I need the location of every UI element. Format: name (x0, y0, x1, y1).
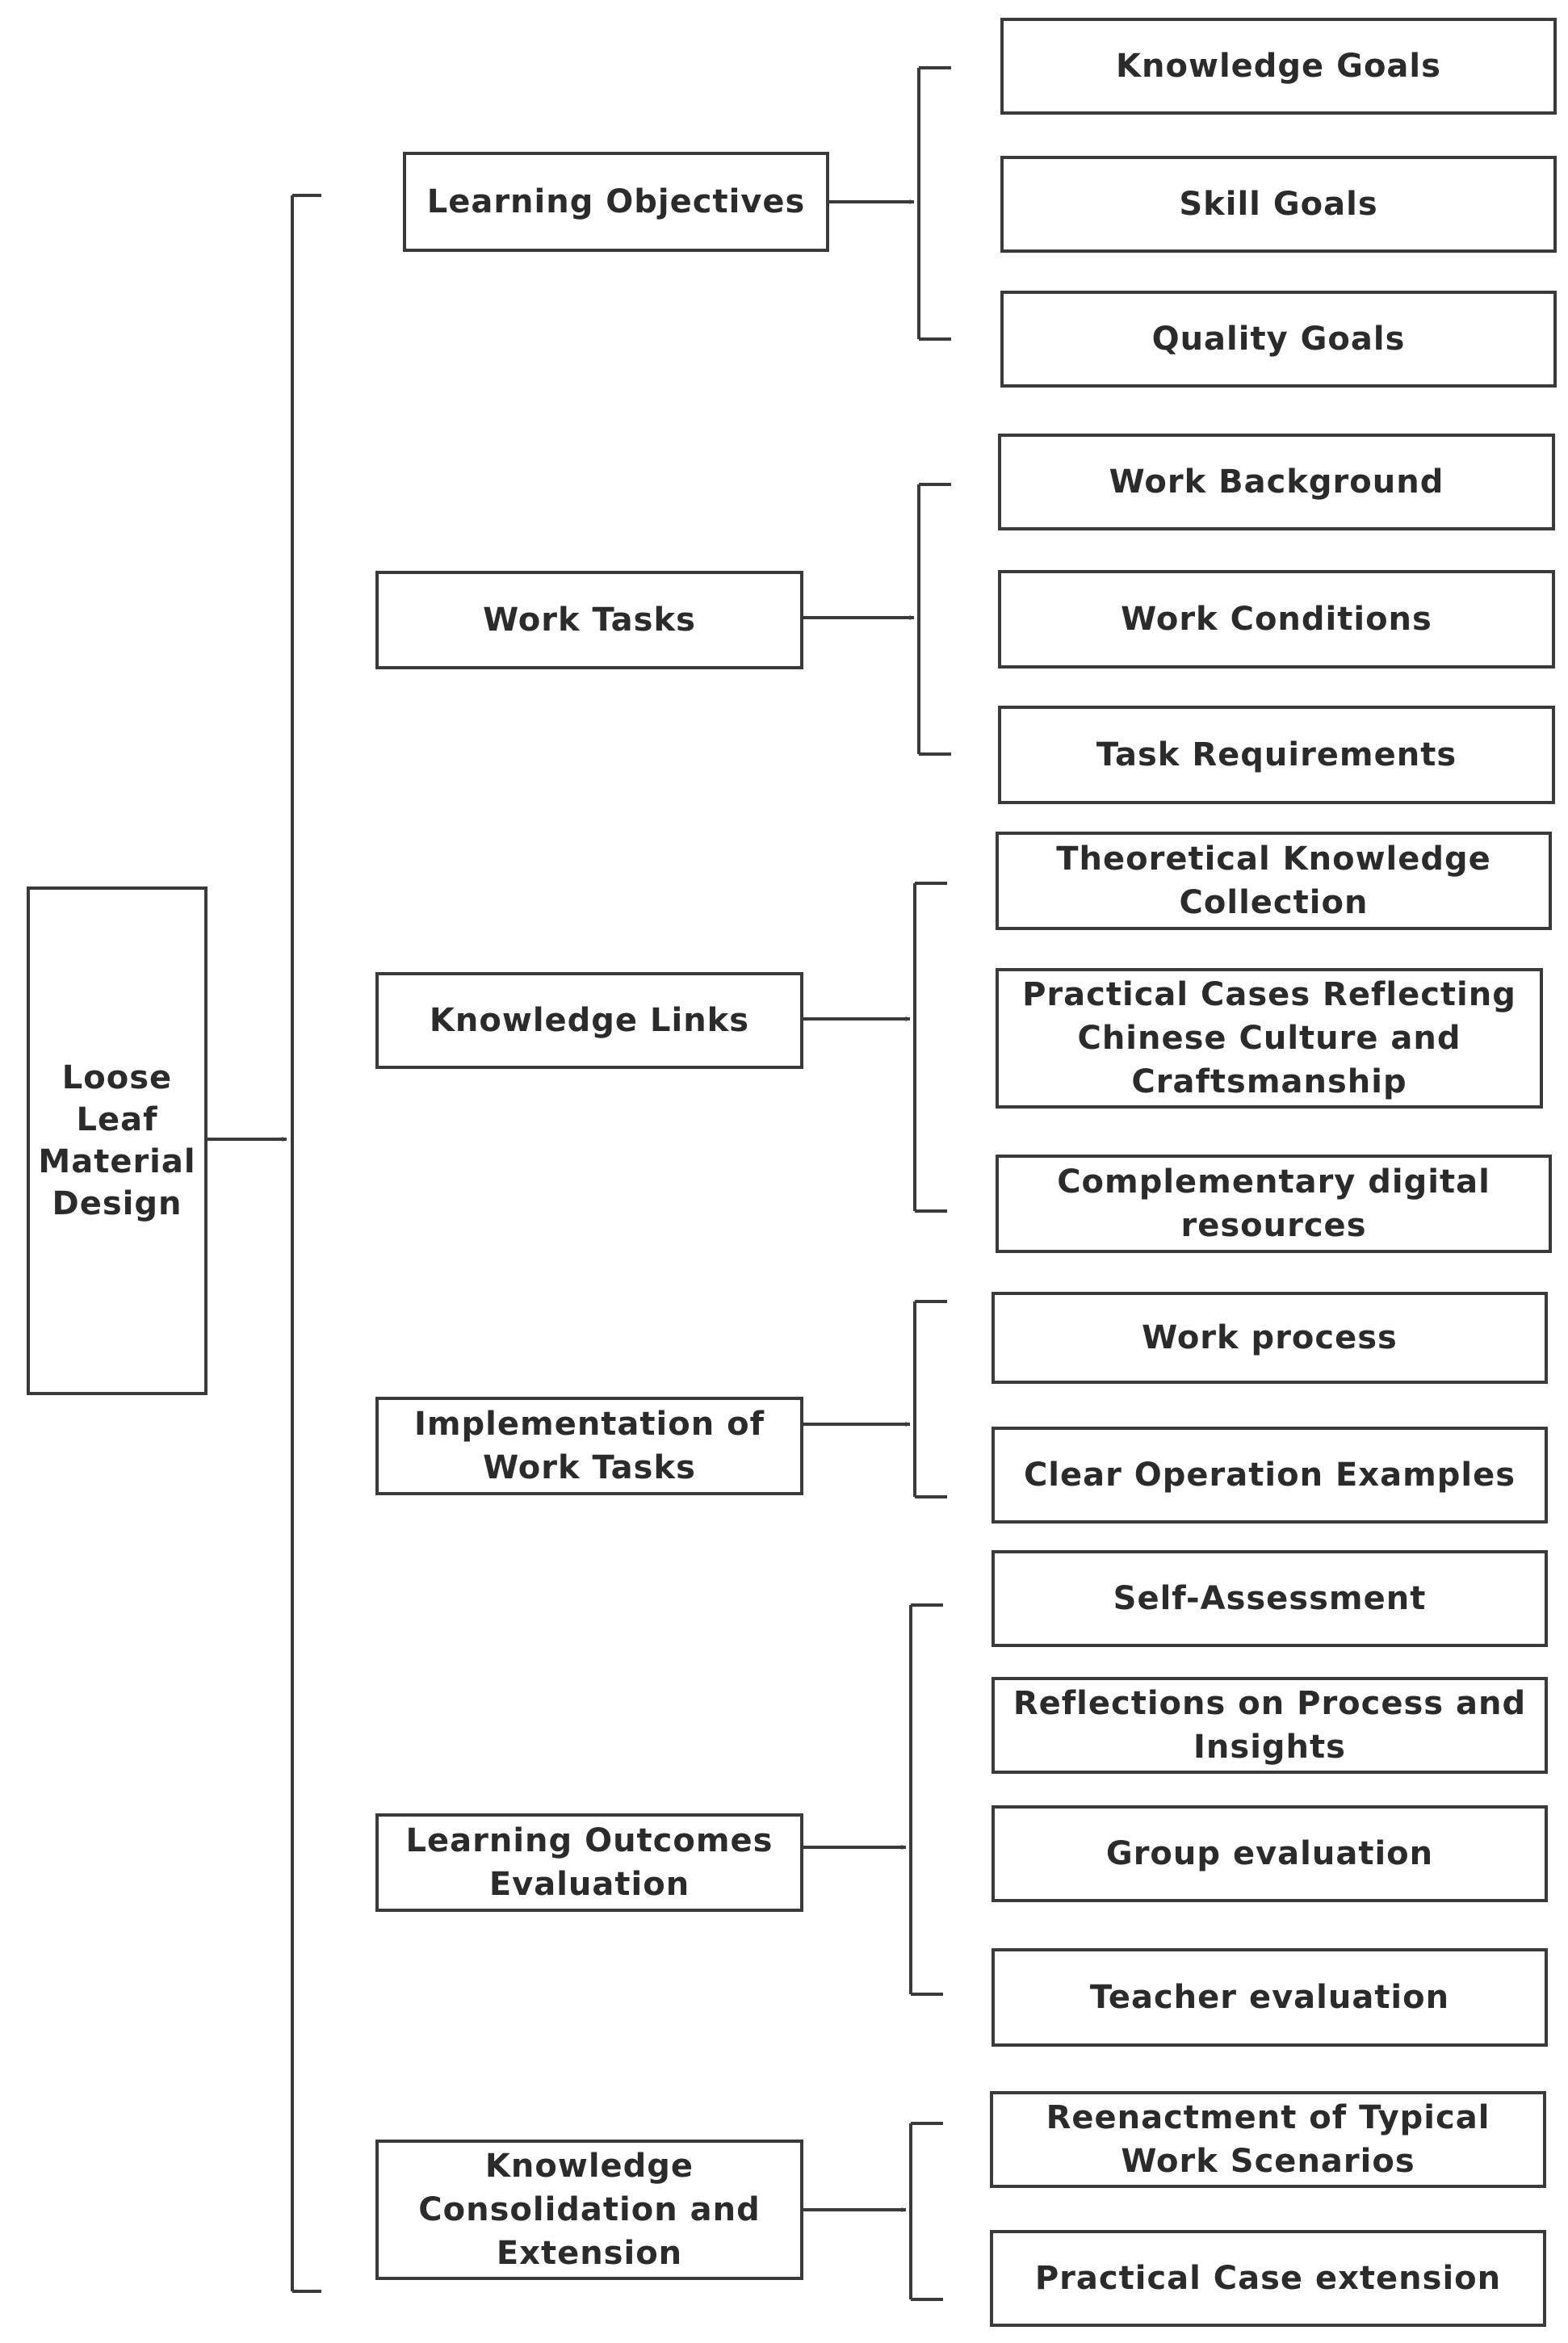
leaf-teacher-evaluation: Teacher evaluation (992, 1948, 1548, 2047)
root-label: Loose Leaf Material Design (38, 1059, 196, 1222)
leaf-label: Group evaluation (1105, 1835, 1434, 1872)
leaf-practical-cases: Practical Cases Reflecting Chinese Cultu… (996, 968, 1543, 1109)
category-label: Learning Outcomes Evaluation (405, 1822, 774, 1903)
leaf-label: Self-Assessment (1113, 1580, 1427, 1617)
leaf-label: Reenactment of Typical Work Scenarios (1046, 2099, 1490, 2180)
leaf-theoretical-knowledge: Theoretical Knowledge Collection (996, 832, 1552, 930)
category-label: Work Tasks (483, 601, 696, 639)
leaf-label: Complementary digital resources (1057, 1163, 1490, 1244)
leaf-reflections: Reflections on Process and Insights (992, 1677, 1548, 1774)
leaf-digital-resources: Complementary digital resources (996, 1155, 1552, 1253)
leaf-work-process: Work process (992, 1292, 1548, 1384)
leaf-label: Skill Goals (1179, 186, 1378, 223)
category-label: Implementation of Work Tasks (413, 1406, 765, 1486)
leaf-label: Knowledge Goals (1116, 48, 1441, 85)
category-label: Knowledge Links (429, 1002, 750, 1039)
leaf-label: Work process (1142, 1319, 1398, 1356)
leaf-group-evaluation: Group evaluation (992, 1805, 1548, 1902)
leaf-reenactment: Reenactment of Typical Work Scenarios (990, 2091, 1546, 2188)
category-implementation: Implementation of Work Tasks (375, 1397, 803, 1495)
leaf-work-conditions: Work Conditions (998, 570, 1555, 669)
category-learning-objectives: Learning Objectives (403, 152, 829, 252)
leaf-label: Teacher evaluation (1089, 1979, 1450, 2016)
leaf-label: Work Conditions (1121, 601, 1432, 638)
leaf-operation-examples: Clear Operation Examples (992, 1427, 1548, 1524)
leaf-knowledge-goals: Knowledge Goals (1000, 18, 1557, 115)
category-consolidation-extension: Knowledge Consolidation and Extension (375, 2140, 803, 2280)
category-outcomes-evaluation: Learning Outcomes Evaluation (375, 1813, 803, 1912)
leaf-work-background: Work Background (998, 434, 1555, 530)
leaf-quality-goals: Quality Goals (1000, 291, 1557, 388)
leaf-label: Practical Case extension (1034, 2260, 1502, 2297)
category-work-tasks: Work Tasks (375, 571, 803, 669)
category-label: Knowledge Consolidation and Extension (418, 2148, 761, 2272)
leaf-case-extension: Practical Case extension (990, 2230, 1546, 2327)
leaf-task-requirements: Task Requirements (998, 706, 1555, 804)
leaf-label: Clear Operation Examples (1023, 1457, 1516, 1494)
leaf-label: Practical Cases Reflecting Chinese Cultu… (1022, 976, 1516, 1100)
root-box: Loose Leaf Material Design (27, 886, 208, 1395)
category-knowledge-links: Knowledge Links (375, 972, 803, 1069)
leaf-label: Work Background (1109, 463, 1444, 501)
leaf-label: Task Requirements (1096, 736, 1457, 773)
leaf-label: Theoretical Knowledge Collection (1056, 840, 1491, 921)
leaf-label: Quality Goals (1151, 321, 1406, 358)
leaf-label: Reflections on Process and Insights (1012, 1685, 1527, 1766)
leaf-self-assessment: Self-Assessment (992, 1550, 1548, 1647)
leaf-skill-goals: Skill Goals (1000, 156, 1557, 253)
category-label: Learning Objectives (426, 183, 806, 220)
